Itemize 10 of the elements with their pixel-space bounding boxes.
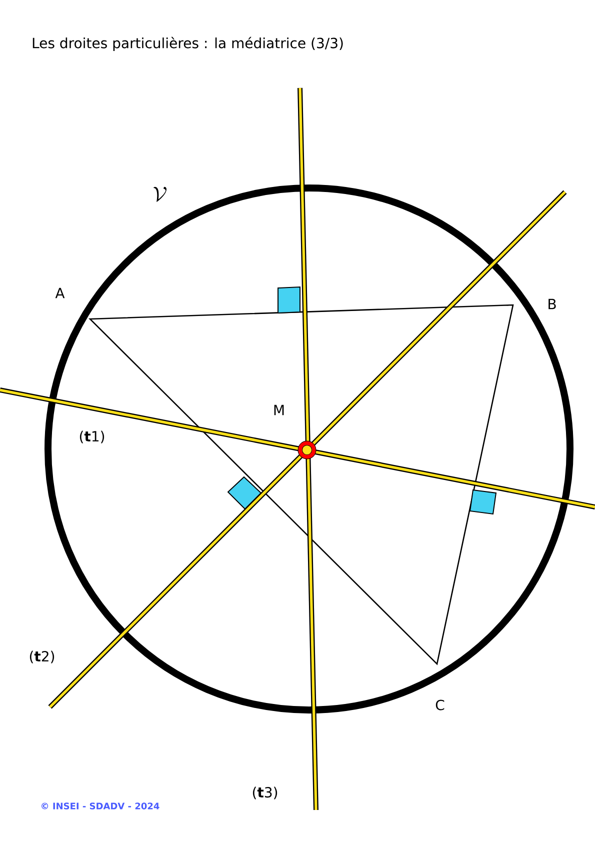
line-label: (t2) bbox=[30, 650, 54, 664]
point-label: B bbox=[548, 298, 556, 310]
title: Les droites particulières : la médiatrice (3/3) bbox=[32, 36, 343, 52]
circle-label: $\mathcal{V}$ bbox=[154, 186, 166, 202]
point-label: M bbox=[274, 404, 284, 416]
line-label: (t1) bbox=[80, 430, 104, 444]
copyright-note: © INSEI - SDADV - 2024 bbox=[42, 802, 160, 810]
point-label: A bbox=[55, 288, 65, 298]
line-label: (t3) bbox=[252, 786, 278, 800]
point-label: C bbox=[436, 700, 444, 710]
